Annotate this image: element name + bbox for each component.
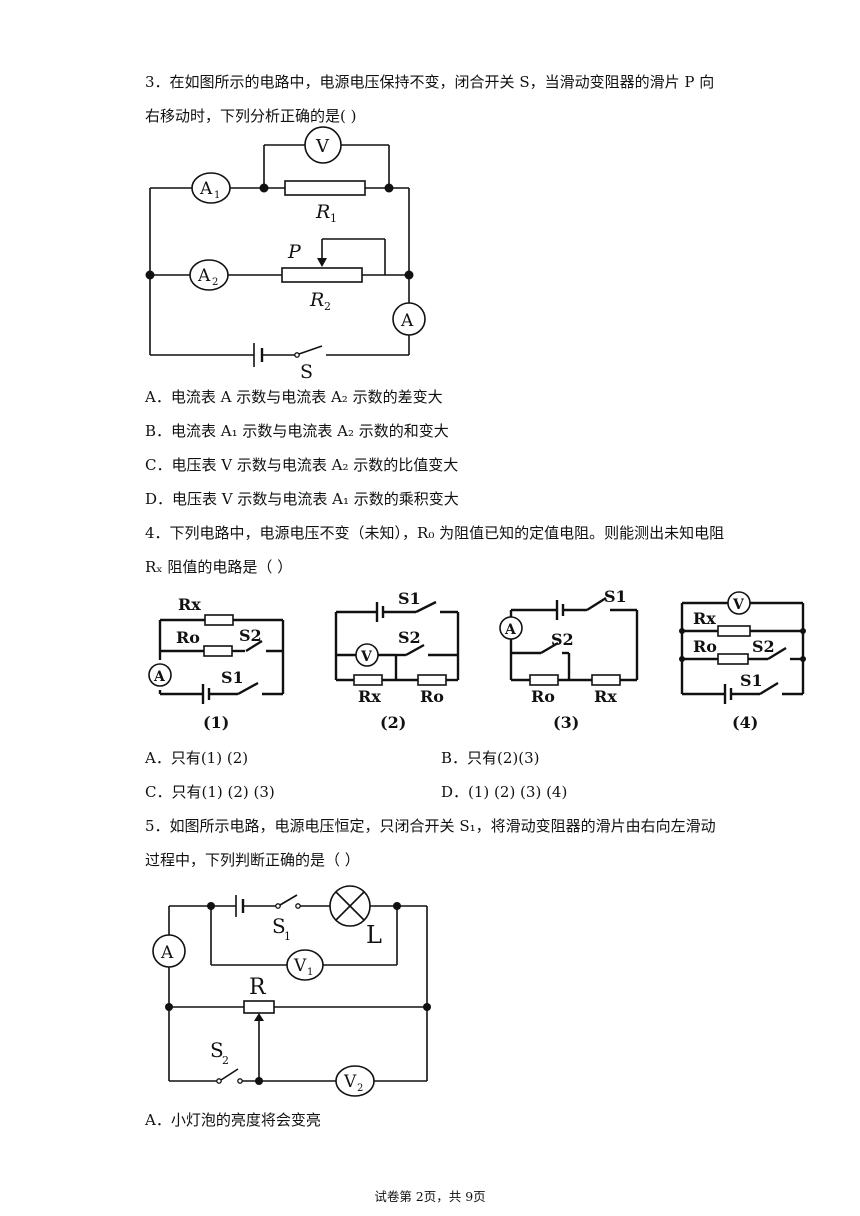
q3-option-c: C．电压表 V 示数与电流表 A₂ 示数的比值变大 — [145, 456, 459, 474]
svg-text:(1): (1) — [203, 713, 229, 732]
svg-text:V: V — [343, 1072, 357, 1092]
svg-text:(3): (3) — [553, 713, 579, 732]
svg-text:1: 1 — [284, 930, 291, 943]
q3-label-r2: R — [309, 289, 324, 311]
svg-text:Rx: Rx — [178, 595, 201, 614]
q3-label-v: V — [315, 136, 330, 157]
q5-voltmeter-v1-icon — [286, 949, 324, 981]
q3-ammeter-a1-icon — [191, 172, 231, 204]
q5-voltmeter-v2-icon — [335, 1065, 375, 1097]
q3-label-a2-sub: 2 — [212, 277, 218, 288]
q4-circuit-3: A S1 S2 Ro Rx (3) — [499, 587, 639, 732]
svg-text:S1: S1 — [604, 587, 627, 606]
q3-label-r1: R — [315, 201, 330, 223]
svg-text:S2: S2 — [752, 637, 775, 656]
svg-text:Ro: Ro — [176, 628, 200, 647]
q3-option-d: D．电压表 V 示数与电流表 A₁ 示数的乘积变大 — [145, 490, 459, 508]
q3-label-a: A — [400, 311, 414, 331]
q4-option-b: B．只有(2)(3) — [441, 749, 540, 767]
svg-text:Ro: Ro — [531, 687, 555, 706]
svg-text:S: S — [272, 914, 286, 938]
q3-label-a1-sub: 1 — [214, 190, 220, 201]
svg-text:2: 2 — [222, 1054, 229, 1067]
svg-text:L: L — [366, 921, 382, 949]
svg-text:(2): (2) — [380, 713, 406, 732]
svg-text:S1: S1 — [221, 668, 244, 687]
svg-text:A: A — [160, 943, 174, 963]
svg-text:Rx: Rx — [594, 687, 617, 706]
svg-text:Rx: Rx — [693, 609, 716, 628]
q3-label-p: P — [287, 241, 302, 263]
q4-circuit-2: V S1 S2 Rx Ro (2) — [334, 589, 460, 732]
q3-label-a2: A — [197, 266, 211, 286]
svg-text:Ro: Ro — [420, 687, 444, 706]
page-footer: 试卷第 2页，共 9页 — [374, 1189, 486, 1204]
svg-text:A: A — [153, 669, 166, 685]
q3-label-r2-sub: 2 — [324, 300, 331, 313]
svg-text:S1: S1 — [398, 589, 421, 608]
q3-label-a1: A — [199, 179, 213, 199]
q3-voltmeter-icon — [304, 126, 342, 164]
q4-option-d: D．(1) (2) (3) (4) — [441, 783, 568, 801]
svg-text:S1: S1 — [740, 671, 763, 690]
q5-option-a: A．小灯泡的亮度将会变亮 — [145, 1111, 321, 1129]
svg-text:Rx: Rx — [358, 687, 381, 706]
q3-label-r1-sub: 1 — [330, 212, 337, 225]
q5-stem-line1: 5．如图所示电路，电源电压恒定，只闭合开关 S₁，将滑动变阻器的滑片由右向左滑动 — [145, 817, 716, 835]
q4-stem-line2: Rₓ 阻值的电路是（ ） — [145, 558, 293, 576]
q4-circuit-1: A Rx Ro S2 S1 (1) — [148, 595, 285, 732]
q4-circuit-4: V Rx Ro S2 S1 (4) — [679, 591, 806, 732]
q5-stem-line2: 过程中，下列判断正确的是（ ） — [145, 851, 360, 869]
svg-text:1: 1 — [307, 967, 313, 978]
svg-text:V: V — [293, 956, 307, 976]
q3-stem-line2: 右移动时，下列分析正确的是( ) — [145, 107, 357, 125]
svg-text:S: S — [210, 1038, 224, 1062]
q3-stem-line1: 3．在如图所示的电路中，电源电压保持不变，闭合开关 S，当滑动变阻器的滑片 P … — [145, 73, 715, 91]
q3-ammeter-a2-icon — [189, 259, 229, 291]
q3-option-b: B．电流表 A₁ 示数与电流表 A₂ 示数的和变大 — [145, 422, 449, 440]
q4-stem-line1: 4．下列电路中，电源电压不变（未知），R₀ 为阻值已知的定值电阻。则能测出未知电… — [145, 524, 725, 542]
svg-text:S2: S2 — [551, 630, 574, 649]
svg-text:V: V — [360, 649, 373, 665]
svg-text:S2: S2 — [398, 628, 421, 647]
q3-label-s: S — [300, 361, 313, 383]
svg-text:2: 2 — [357, 1083, 363, 1094]
q3-option-a: A．电流表 A 示数与电流表 A₂ 示数的差变大 — [145, 388, 443, 406]
svg-text:A: A — [504, 622, 517, 638]
svg-text:S2: S2 — [239, 626, 262, 645]
svg-text:Ro: Ro — [693, 637, 717, 656]
q4-option-a: A．只有(1) (2) — [145, 749, 249, 767]
svg-text:(4): (4) — [732, 713, 758, 732]
svg-text:V: V — [732, 597, 745, 613]
q5-ammeter-icon — [152, 934, 186, 968]
q3-ammeter-a-icon — [392, 302, 426, 336]
q4-option-c: C．只有(1) (2) (3) — [145, 783, 275, 801]
svg-text:R: R — [249, 975, 267, 1000]
